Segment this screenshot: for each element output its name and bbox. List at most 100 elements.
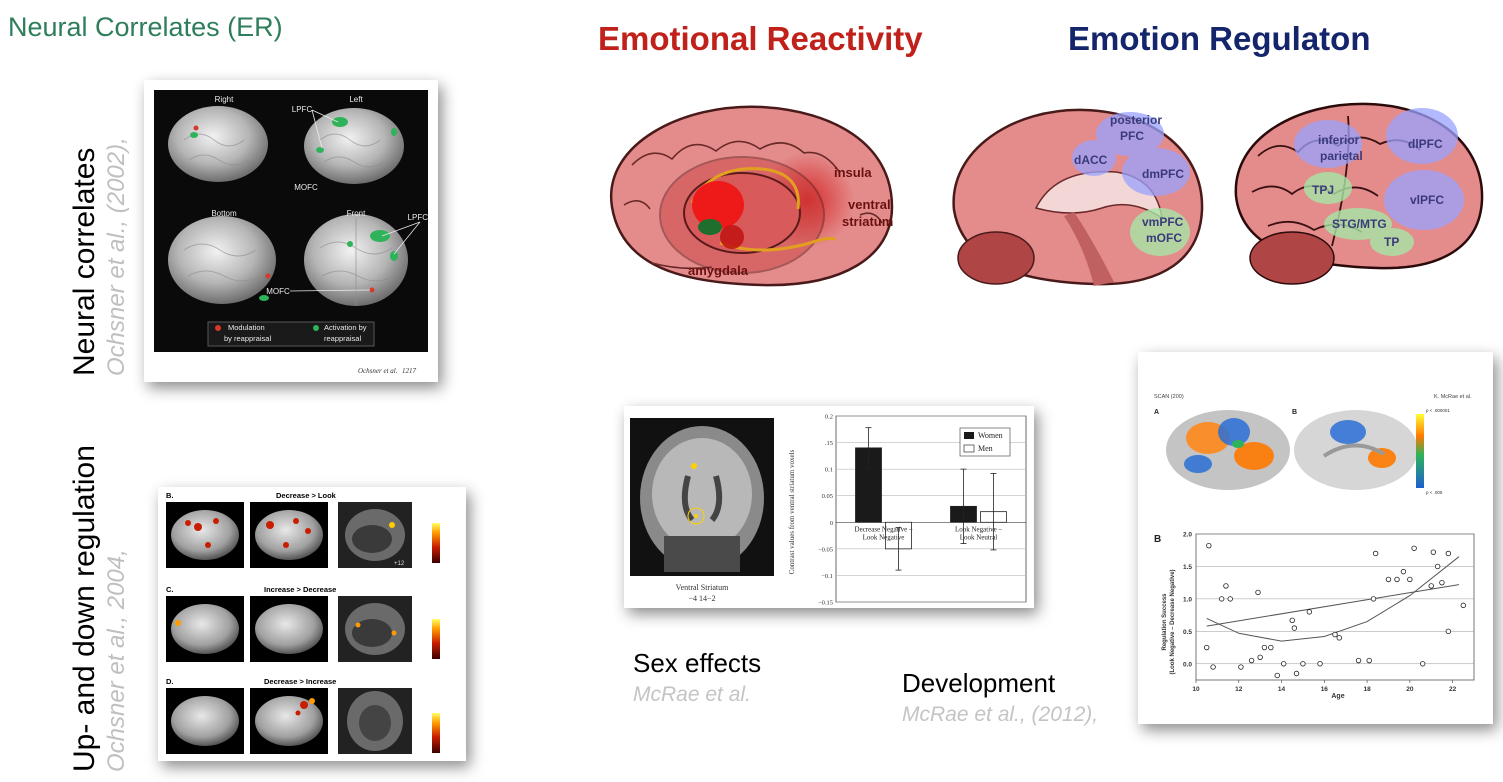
brain-reactivity-illustration: insula ventral striatum amygdala xyxy=(592,95,912,295)
dev-brain-medial-activations xyxy=(1322,420,1396,468)
dev-chart-xtick: 16 xyxy=(1321,686,1329,693)
legend-box xyxy=(207,321,375,347)
dev-scatter-point xyxy=(1268,644,1274,651)
slide-title: Neural Correlates (ER) xyxy=(8,12,283,42)
dev-scatter-point xyxy=(1445,628,1452,635)
dev-scatter-point xyxy=(1274,672,1280,679)
legend-green-dot xyxy=(313,325,319,331)
dev-scatter-point xyxy=(1293,670,1300,677)
label-dmpfc: dmPFC xyxy=(1142,167,1184,181)
mri-lower xyxy=(664,536,740,572)
sex-chart-category-label: Decrease Negative – xyxy=(855,525,913,533)
dev-scatter-point xyxy=(1291,625,1298,631)
dev-scatter-point xyxy=(1332,631,1338,638)
mri-roi-circle xyxy=(687,507,705,525)
figure-footer-page: 1217 xyxy=(402,367,417,375)
legend-red-line2: by reappraisal xyxy=(224,334,271,343)
dev-chart-ylabel: Regulation Success xyxy=(1162,593,1168,651)
brain-gyri xyxy=(183,133,395,306)
view-label-bottom: Bottom xyxy=(211,209,237,218)
panel-d-title: Decrease > Increase xyxy=(264,677,336,686)
dev-panel-a: A xyxy=(1154,409,1159,416)
regulation-regions-green xyxy=(1130,208,1190,256)
dev-chart-ytick: 1.0 xyxy=(1183,596,1192,603)
sex-chart-ytick: 0.1 xyxy=(825,467,833,474)
dev-scatter-point xyxy=(1218,596,1225,602)
dev-brain-lateral-activations xyxy=(1184,418,1274,473)
dev-scale-bottom: p < .005 xyxy=(1426,490,1443,495)
dev-scatter-point xyxy=(1428,583,1434,589)
dev-scatter-point xyxy=(1407,576,1413,583)
label-stg-mtg: STG/MTG xyxy=(1332,217,1387,231)
side-label-neural-correlates: Neural correlates xyxy=(68,147,101,376)
dev-header-right: K. McRae et al. xyxy=(1434,394,1472,400)
sex-chart-category-label: Look Negative – xyxy=(955,525,1003,533)
mri-caption-1: Ventral Striatum xyxy=(676,583,729,592)
sex-chart-ytick: −0.05 xyxy=(818,546,833,553)
dev-scatter-point xyxy=(1372,550,1379,557)
dev-scatter-point xyxy=(1370,596,1377,602)
cite-development: McRae et al., (2012), xyxy=(902,703,1099,726)
dev-scatter-point xyxy=(1460,602,1467,609)
modulation-blobs-red xyxy=(193,125,375,293)
dev-chart-ytick: 0.5 xyxy=(1183,629,1192,636)
dev-color-scale xyxy=(1416,414,1424,488)
tract xyxy=(719,237,837,252)
label-tpj: TPJ xyxy=(1312,183,1334,197)
reactivity-title: Emotional Reactivity xyxy=(598,20,923,57)
brain-bottom-view xyxy=(168,216,276,304)
dev-scatter-point xyxy=(1419,661,1426,667)
sex-chart-ytick: 0.05 xyxy=(822,493,833,500)
dev-scatter-point xyxy=(1300,661,1306,667)
dev-scatter-point xyxy=(1206,542,1212,549)
label-vlpfc: vlPFC xyxy=(1410,193,1444,207)
mri-roi-dot xyxy=(694,514,698,518)
legend-green-line1: Activation by xyxy=(324,323,367,332)
label-dlpfc: dlPFC xyxy=(1408,137,1443,151)
label-insula: insula xyxy=(834,165,872,180)
dev-brain-medial xyxy=(1294,410,1418,490)
sex-chart-ytick: .15 xyxy=(825,440,833,447)
dev-chart-xtick: 18 xyxy=(1363,686,1371,693)
dev-chart-ytick: 2.0 xyxy=(1183,532,1192,539)
dev-chart-ylabel-2: (Look Negative – Decrease Negative) xyxy=(1170,569,1176,674)
view-label-front: Front xyxy=(347,209,366,218)
mri-caption-2: −4 14−2 xyxy=(688,594,715,603)
sex-chart-ytick: −0.15 xyxy=(818,600,833,607)
panel-b-title: Decrease > Look xyxy=(276,491,337,500)
sex-chart-ytick: 0 xyxy=(830,520,833,527)
dev-scatter-point xyxy=(1400,568,1407,575)
sex-legend-women: Women xyxy=(978,431,1003,440)
figure-footer-author: Ochsner et al. xyxy=(358,367,398,375)
label-vmpfc: vmPFC xyxy=(1142,215,1184,229)
label-dacc: dACC xyxy=(1074,153,1108,167)
sex-chart-ylabel: Contrast values from ventral striatum vo… xyxy=(788,449,796,574)
panel-d-row xyxy=(166,688,440,754)
dev-scatter-point xyxy=(1238,664,1244,670)
panel-b-row xyxy=(166,502,440,568)
label-parietal: parietal xyxy=(1320,149,1363,163)
legend-red-line1: Modulation xyxy=(228,323,265,332)
dev-scatter-point xyxy=(1306,609,1313,615)
brainstem xyxy=(1064,212,1114,286)
panel-b-letter: B. xyxy=(166,491,174,500)
region-label-mofc-2: MOFC xyxy=(266,287,290,296)
activation-blobs-green xyxy=(190,117,398,301)
legend-green-line2: reappraisal xyxy=(324,334,361,343)
mri-activation-top xyxy=(691,463,697,469)
dev-scatter-point xyxy=(1203,644,1210,651)
panel-c-row xyxy=(166,596,440,662)
lateral-regions-green xyxy=(1304,172,1414,256)
label-inferior: inferior xyxy=(1318,133,1360,147)
label-striatum: striatum xyxy=(842,214,893,229)
caption-sex-effects: Sex effects xyxy=(633,648,762,678)
dev-scatter-point xyxy=(1223,583,1229,589)
lateral-regions-blue xyxy=(1294,108,1464,230)
cite-sex-effects: McRae et al. xyxy=(633,683,751,706)
sex-legend-men: Men xyxy=(978,444,993,453)
dev-scatter-point xyxy=(1355,657,1362,664)
dev-scatter-point xyxy=(1336,635,1342,641)
figure-ochsner-2004-image: B. Decrease > Look C. Increase > Decreas… xyxy=(166,491,440,754)
legend-red-dot xyxy=(215,325,221,331)
